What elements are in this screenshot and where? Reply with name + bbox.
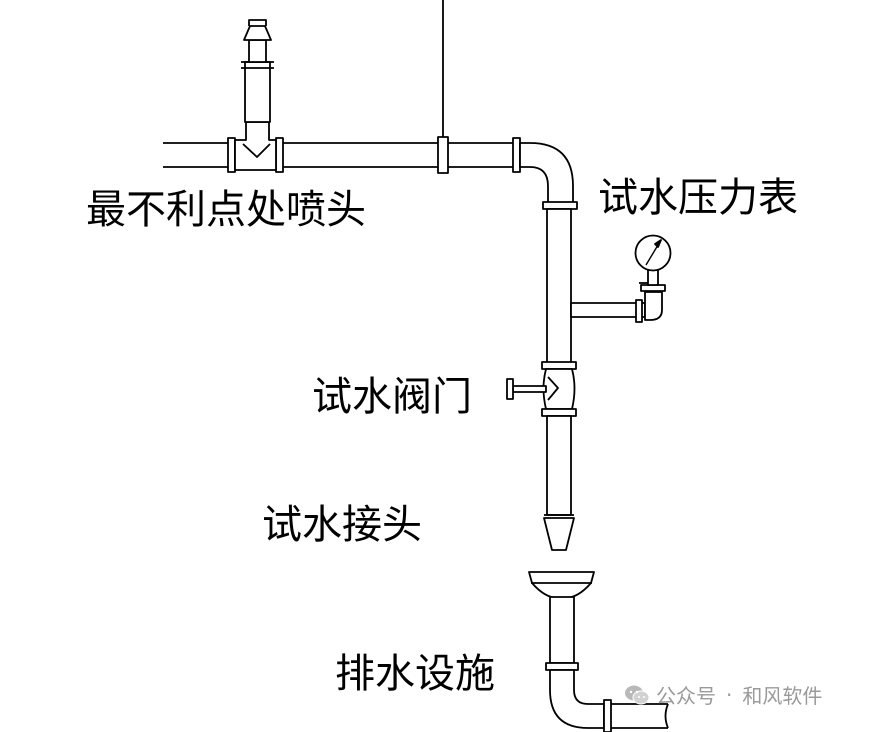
drain-funnel <box>528 571 595 599</box>
drain-outlet-pipe <box>611 703 668 729</box>
vertical-pipe <box>546 208 572 365</box>
pipe-coupling <box>541 408 577 417</box>
pipe-coupling <box>227 137 236 173</box>
label-connector: 试水接头 <box>262 502 422 548</box>
gauge-branch-pipe <box>570 302 646 318</box>
horizontal-pipe <box>163 142 520 168</box>
pipe-coupling <box>275 137 284 173</box>
wechat-icon <box>625 685 650 704</box>
hanger-clamp <box>437 136 449 174</box>
valve-mark <box>547 376 559 401</box>
sprinkler-head <box>243 25 272 41</box>
test-connector <box>543 517 575 551</box>
gauge-elbow <box>644 291 663 321</box>
label-gauge: 试水压力表 <box>598 175 798 221</box>
tee-mark <box>242 143 271 158</box>
sprinkler-deflector <box>248 19 267 26</box>
pipe-coupling <box>542 201 578 210</box>
sprinkler-nipple <box>244 61 271 123</box>
pipe-coupling <box>545 662 579 671</box>
watermark-separator: · <box>726 682 733 707</box>
drain-elbow <box>549 669 605 729</box>
vertical-pipe <box>546 415 572 516</box>
label-sprinkler: 最不利点处喷头 <box>86 187 366 233</box>
drain-pipe <box>549 596 575 664</box>
sprinkler-tee <box>234 121 277 171</box>
pipe-break <box>664 703 669 729</box>
label-valve: 试水阀门 <box>312 374 472 420</box>
gauge-needle-tip <box>654 239 662 248</box>
watermark: 公众号 · 和风软件 <box>624 680 822 709</box>
pipe-coupling <box>603 699 612 732</box>
pipe-coupling <box>512 137 521 173</box>
sprinkler-body <box>248 39 267 63</box>
watermark-source: 公众号 <box>656 684 716 708</box>
test-valve-body <box>542 368 576 410</box>
gauge-union <box>635 299 643 323</box>
valve-stem <box>512 385 547 393</box>
valve-handwheel <box>506 378 514 400</box>
elbow-fitting <box>519 142 574 207</box>
watermark-account: 和风软件 <box>742 684 823 708</box>
pipe-coupling <box>541 361 577 370</box>
label-drain: 排水设施 <box>335 651 495 697</box>
